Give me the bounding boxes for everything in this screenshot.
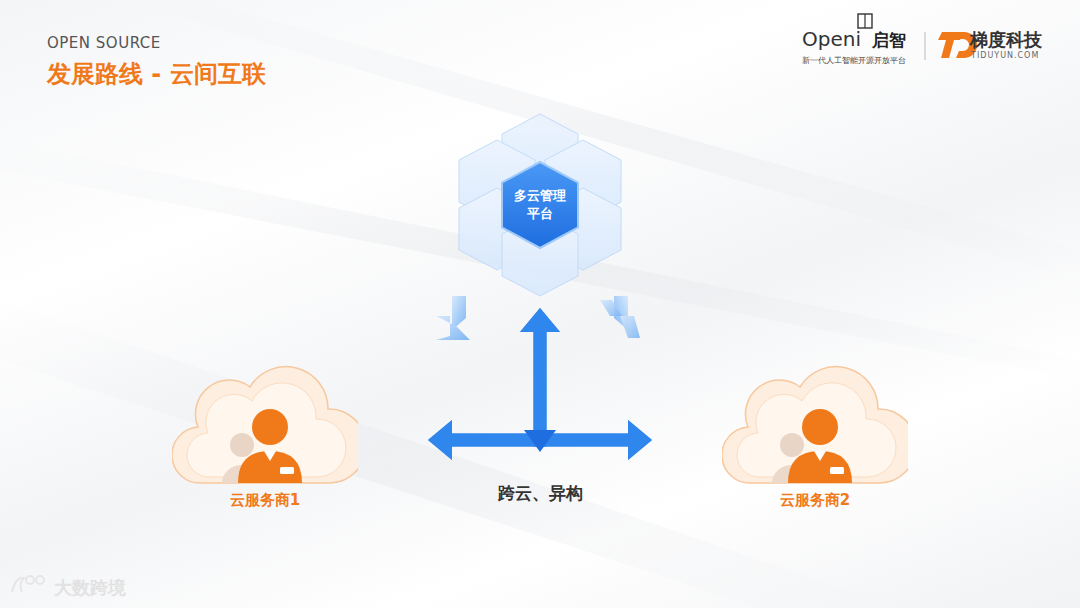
logo-text: Openi	[802, 27, 861, 51]
slide-title: 发展路线 - 云间互联	[47, 58, 266, 90]
node-title: 多云管理 平台	[512, 187, 568, 222]
node-title: 云服务商1	[172, 491, 358, 510]
cloud-provider: 云服务商1	[172, 355, 358, 520]
logo-subtitle: 新一代人工智能开源开放平台	[802, 55, 906, 66]
platform-hexagon: 多云管理 平台	[500, 160, 580, 250]
section-tag: OPEN SOURCE	[47, 34, 161, 52]
logo-text: 梯度科技	[970, 28, 1042, 52]
edge-label: 跨云、异构	[498, 482, 583, 505]
logo-subtitle: TIDUYUN.COM	[971, 51, 1039, 60]
cloud-provider: 云服务商2	[722, 355, 908, 520]
junction-mark	[524, 430, 556, 452]
hexagon-shape	[500, 160, 580, 250]
double-arrow	[520, 308, 652, 460]
cloud-icon	[172, 355, 358, 485]
node-title: 云服务商2	[722, 491, 908, 510]
watermark: 大数跨境	[54, 576, 126, 600]
cloud-icon	[722, 355, 908, 485]
logo-text: 启智	[872, 29, 906, 52]
